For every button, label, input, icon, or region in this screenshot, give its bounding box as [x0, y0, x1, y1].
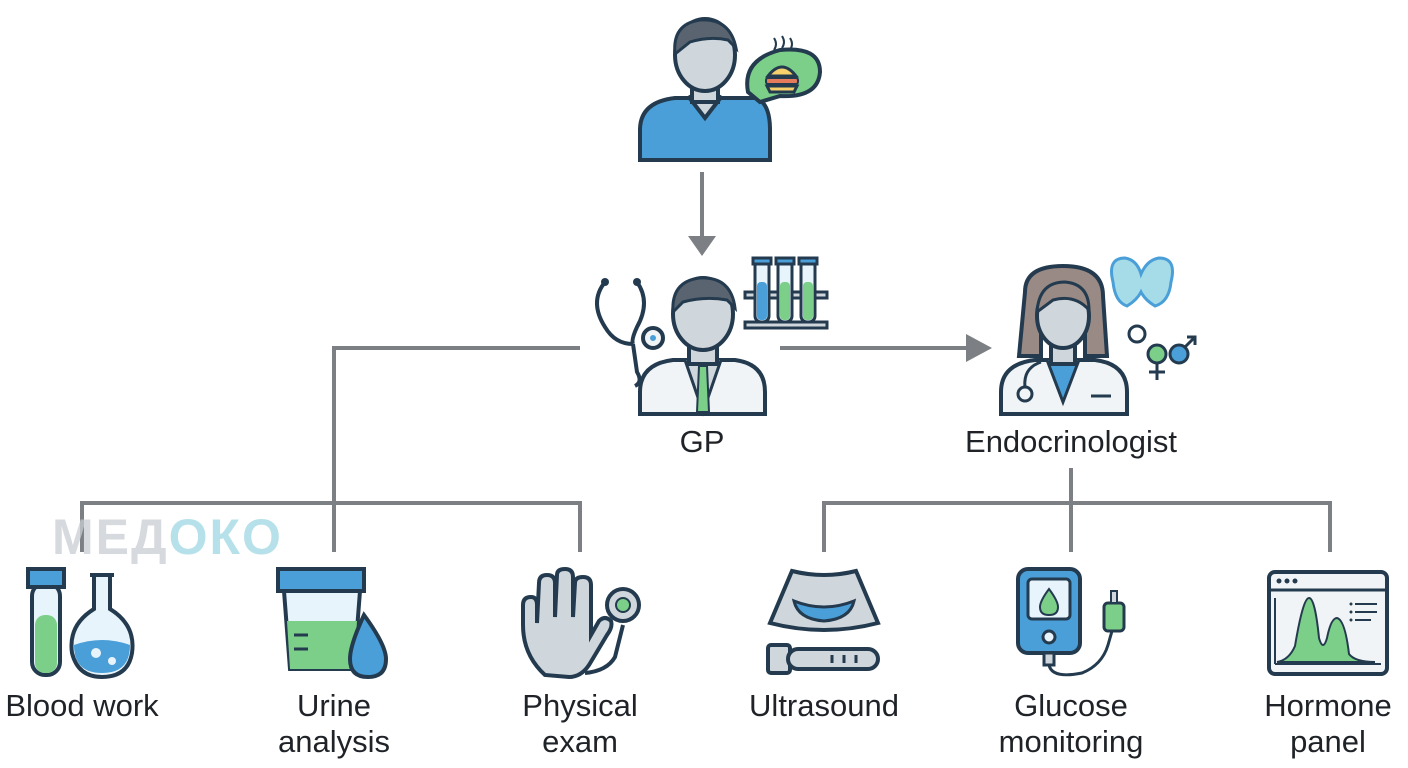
hormone-panel-icon	[1267, 570, 1389, 676]
connector-gp-tree	[80, 346, 582, 552]
ultrasound-label: Ultrasound	[749, 688, 899, 723]
endocrinologist-icon	[999, 256, 1197, 416]
connector-endo-tree	[822, 468, 1332, 552]
arrow-gp-to-endocrinologist-head	[966, 334, 992, 362]
physical-exam-icon	[521, 566, 641, 680]
glucose-monitoring-icon	[1016, 567, 1126, 677]
watermark-logo: МЕДОКО	[52, 509, 283, 565]
blood-work-icon	[26, 567, 135, 680]
arrow-patient-to-gp-head	[688, 236, 716, 256]
gp-doctor-icon	[595, 256, 829, 417]
gp-label: GP	[679, 424, 725, 459]
blood-work-label: Blood work	[5, 688, 159, 723]
urine-analysis-icon	[276, 567, 389, 680]
ultrasound-icon	[766, 568, 881, 675]
endocrinologist-label: Endocrinologist	[965, 424, 1177, 459]
patient-icon	[638, 17, 823, 162]
